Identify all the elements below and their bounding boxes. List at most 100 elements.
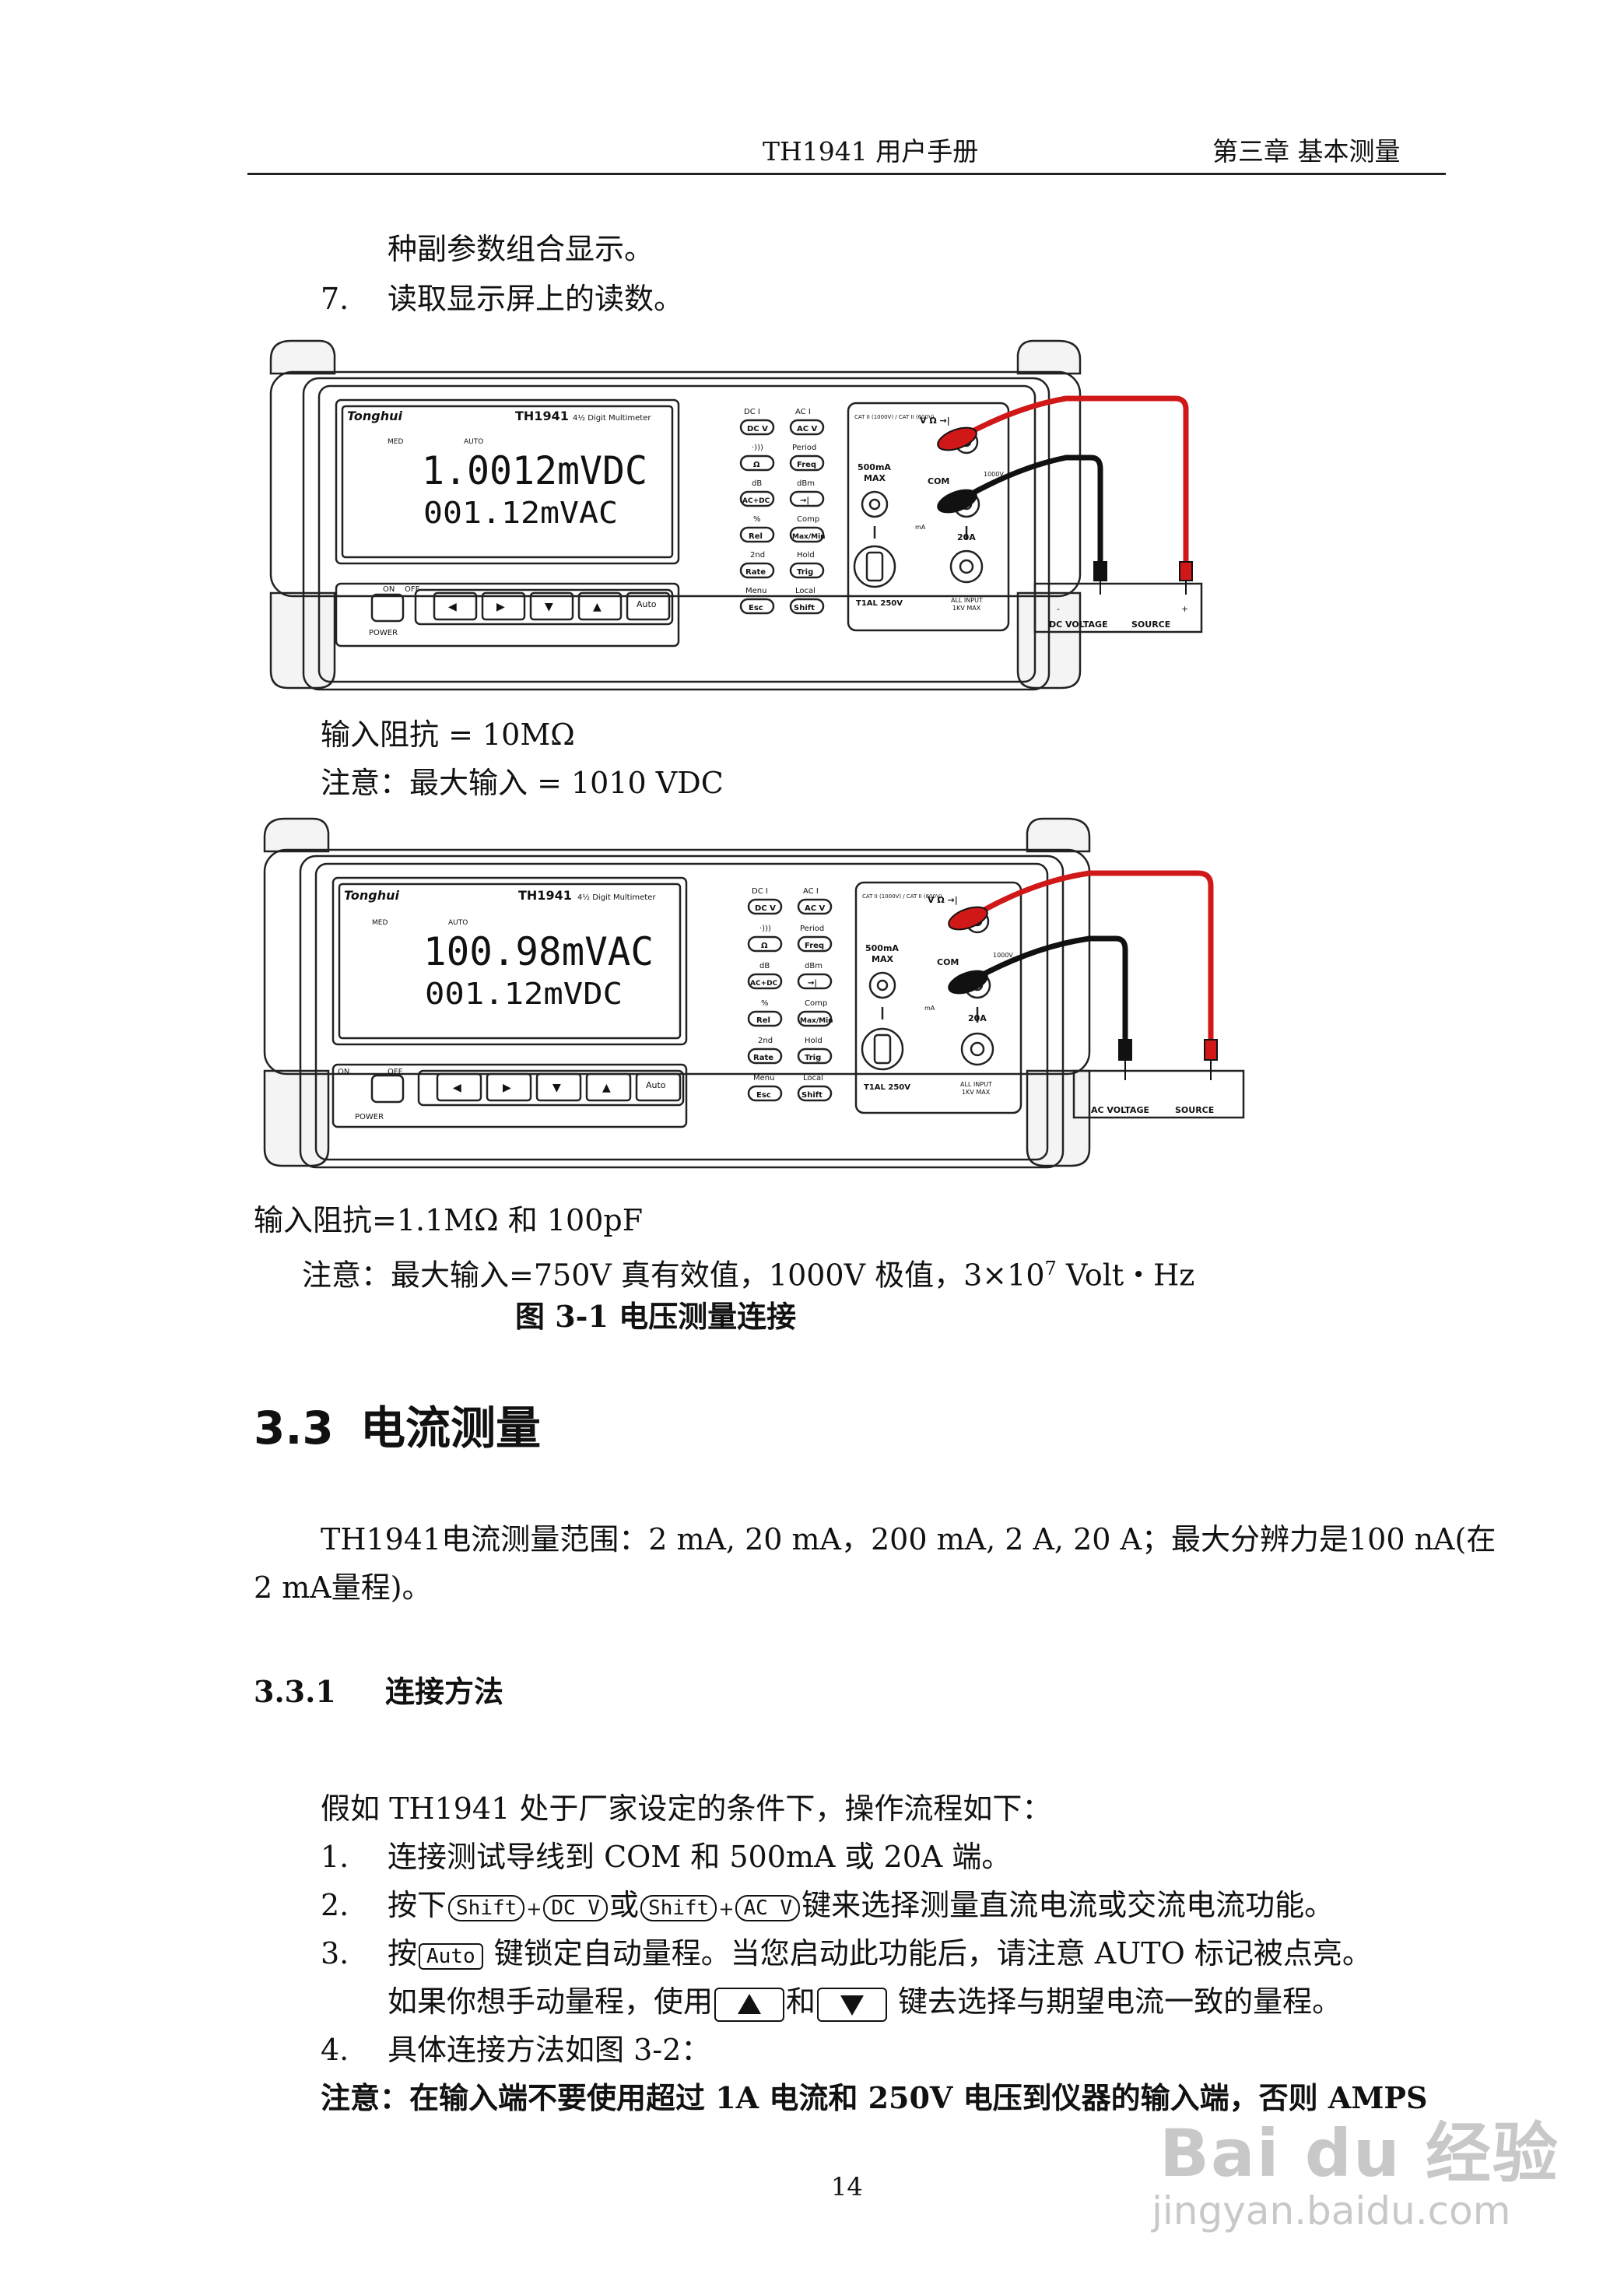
key-down[interactable]: ▼ <box>552 1082 561 1094</box>
step7-number: 7. <box>321 282 349 316</box>
term-500ma: 500mA <box>865 943 899 953</box>
term-20a: 20A <box>957 532 976 542</box>
term-allinput: ALL INPUT <box>951 597 983 604</box>
col-ac-label: AC I <box>803 887 819 896</box>
key-esc[interactable]: Esc <box>749 604 763 612</box>
key-dcv[interactable]: DC V <box>755 904 776 913</box>
step4-number: 4. <box>321 2033 349 2067</box>
figure-caption: 图 3-1 电压测量连接 <box>515 1299 797 1334</box>
key-diode[interactable]: →| <box>808 979 817 988</box>
sub-percent: % <box>753 515 761 524</box>
down-arrow-icon <box>840 1995 865 2016</box>
down-arrow-key[interactable] <box>817 1987 888 2022</box>
key-up[interactable]: ▲ <box>593 601 602 613</box>
model-label: TH1941 <box>515 409 569 423</box>
key-right[interactable]: ▶ <box>503 1082 511 1094</box>
key-left[interactable]: ◀ <box>453 1082 461 1094</box>
fig2-max-prefix: 注意：最大输入=750V 真有效值，1000V 极值，3×10 <box>302 1258 1045 1293</box>
term-1kv: 1KV MAX <box>962 1089 991 1096</box>
term-cat: CAT II (1000V) / CAT II (600V) <box>862 893 942 900</box>
section-title: 电流测量 <box>360 1402 541 1455</box>
term-1kv: 1KV MAX <box>952 605 981 612</box>
key-diode[interactable]: →| <box>800 497 809 505</box>
key-auto[interactable]: Auto <box>637 599 657 609</box>
key-right[interactable]: ▶ <box>496 601 505 613</box>
power-label: POWER <box>369 629 398 637</box>
step2-number: 2. <box>321 1888 349 1922</box>
dcv-key[interactable]: DC V <box>543 1894 609 1921</box>
key-up[interactable]: ▲ <box>602 1082 611 1094</box>
shift-key[interactable]: Shift <box>448 1894 525 1921</box>
key-trig[interactable]: Trig <box>805 1054 821 1062</box>
term-ma: mA <box>915 524 926 531</box>
step3-suffix: 键锁定自动量程。当您启动此功能后，请注意 AUTO 标记被点亮。 <box>484 1936 1372 1970</box>
term-vohm: V Ω →| <box>928 895 958 905</box>
key-rel[interactable]: Rel <box>756 1016 770 1025</box>
term-allinput: ALL INPUT <box>960 1081 992 1088</box>
term-1000v: 1000V <box>993 952 1013 959</box>
source-label-right: SOURCE <box>1175 1105 1214 1115</box>
sub-dbm: dBm <box>805 962 823 970</box>
figure-ac-voltage-connection: Tonghui TH1941 4½ Digit Multimeter MED A… <box>263 817 1245 1169</box>
key-acdc[interactable]: AC+DC <box>750 980 778 988</box>
sub-db: dB <box>752 479 762 488</box>
key-left[interactable]: ◀ <box>448 601 457 613</box>
key-shift[interactable]: Shift <box>801 1091 823 1100</box>
sub-db: dB <box>759 962 770 970</box>
shift-key[interactable]: Shift <box>640 1894 717 1921</box>
col-ac-label: AC I <box>795 408 811 416</box>
up-arrow-key[interactable] <box>714 1987 785 2022</box>
sub-period: Period <box>792 444 816 452</box>
key-rate[interactable]: Rate <box>753 1054 773 1062</box>
key-shift[interactable]: Shift <box>794 604 815 612</box>
key-acv[interactable]: AC V <box>797 425 818 433</box>
source-label-left: DC VOLTAGE <box>1049 619 1108 630</box>
header-left: TH1941 用户手册 <box>763 136 979 167</box>
display-secondary: 001.12mVAC <box>423 496 618 530</box>
step3-line2-prefix: 如果你想手动量程，使用 <box>388 1984 714 2019</box>
key-acdc[interactable]: AC+DC <box>742 497 770 505</box>
section-heading: 3.3 电流测量 <box>254 1401 541 1455</box>
power-off-label: OFF <box>388 1068 403 1076</box>
step7-text: 读取显示屏上的读数。 <box>388 282 684 316</box>
intro-continuation: 种副参数组合显示。 <box>388 232 654 266</box>
power-off-label: OFF <box>405 585 420 594</box>
key-rate[interactable]: Rate <box>745 568 766 577</box>
key-rel[interactable]: Rel <box>749 532 763 541</box>
key-ohm[interactable]: Ω <box>753 461 760 469</box>
key-freq[interactable]: Freq <box>797 461 816 469</box>
acv-key[interactable]: AC V <box>735 1894 801 1921</box>
subsection-number: 3.3.1 <box>254 1674 336 1709</box>
source-label-right: SOURCE <box>1131 619 1170 630</box>
sub-local: Local <box>795 587 816 595</box>
subsection-heading: 3.3.1 连接方法 <box>254 1673 503 1711</box>
display-secondary: 001.12mVDC <box>425 977 623 1011</box>
fig1-impedance: 输入阻抗 = 10MΩ <box>321 718 575 752</box>
step2-prefix: 按下 <box>388 1888 447 1922</box>
sub-period: Period <box>800 925 824 933</box>
fig2-max-input: 注意：最大输入=750V 真有效值，1000V 极值，3×107 Volt・Hz <box>302 1250 1194 1294</box>
sub-menu: Menu <box>753 1074 774 1083</box>
auto-key[interactable]: Auto <box>419 1942 483 1970</box>
fig2-impedance: 输入阻抗=1.1MΩ 和 100pF <box>254 1203 644 1237</box>
key-esc[interactable]: Esc <box>756 1091 771 1100</box>
key-auto[interactable]: Auto <box>646 1080 666 1090</box>
key-maxmin[interactable]: Max/Min <box>800 1017 833 1025</box>
term-max: MAX <box>864 473 886 483</box>
section-body-line2: 2 mA量程)。 <box>254 1570 432 1605</box>
sub-2nd: 2nd <box>750 551 765 560</box>
key-maxmin[interactable]: Max/Min <box>792 533 826 541</box>
key-acv[interactable]: AC V <box>805 904 826 913</box>
key-down[interactable]: ▼ <box>545 601 553 613</box>
key-trig[interactable]: Trig <box>797 568 813 577</box>
term-fuse: T1AL 250V <box>856 599 903 608</box>
up-arrow-icon <box>738 1993 762 2014</box>
term-max: MAX <box>872 954 893 964</box>
figure-dc-voltage-connection: Tonghui TH1941 4½ Digit Multimeter MED A… <box>269 339 1203 691</box>
key-ohm[interactable]: Ω <box>761 942 768 950</box>
med-indicator: MED <box>372 919 388 927</box>
key-freq[interactable]: Freq <box>805 942 824 950</box>
key-dcv[interactable]: DC V <box>747 425 768 433</box>
term-com: COM <box>928 476 949 486</box>
